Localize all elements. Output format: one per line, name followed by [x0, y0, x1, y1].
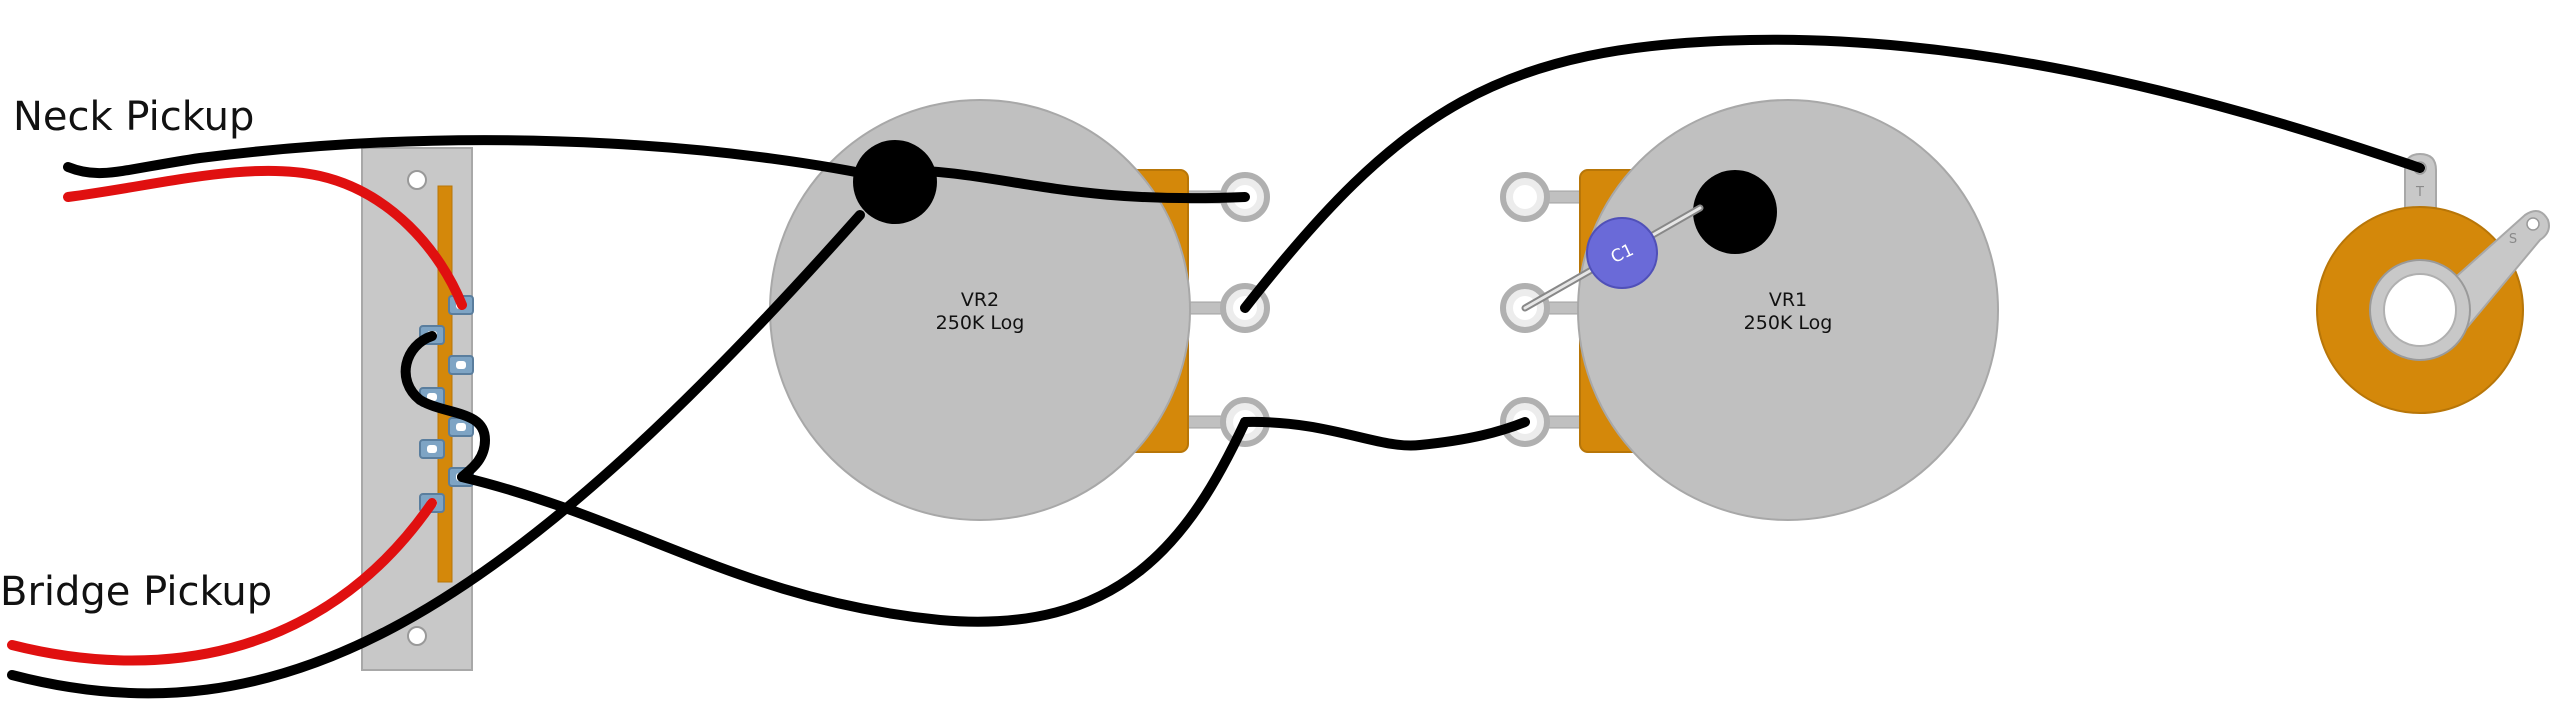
wire-switch-jumper [400, 331, 490, 482]
switch-lug-slot [456, 423, 466, 431]
output-jack: T S [2316, 152, 2550, 414]
bridge-pickup-label: Bridge Pickup [0, 569, 272, 615]
wire-vr2-to-vr1 [1240, 416, 1530, 451]
vr2-value: 250K Log [936, 312, 1025, 334]
jack-sleeve-label: S [2509, 232, 2517, 247]
switch-lug-slot [427, 393, 437, 401]
switch-mount-hole-top [407, 170, 427, 190]
pot-vr1: VR1 250K Log [1500, 99, 1999, 521]
jack-socket [2383, 273, 2457, 347]
wire-bridge-hot [7, 498, 437, 666]
vr1-ground-solder-point [1693, 170, 1777, 254]
wire-neck-ground [63, 135, 900, 185]
switch-lug-slot [427, 445, 437, 453]
vr2-ground-solder-point [853, 140, 937, 224]
c1-body [1586, 217, 1658, 289]
wire-bridge-ground [7, 210, 865, 699]
vr1-body [1577, 99, 1999, 521]
vr2-designator: VR2 [961, 289, 999, 311]
switch-lug-slot [456, 361, 466, 369]
switch-mount-hole-bottom [407, 626, 427, 646]
vr1-designator: VR1 [1769, 289, 1807, 311]
wire-switch-to-vr2-cw [457, 417, 1250, 627]
vr1-value: 250K Log [1744, 312, 1833, 334]
pot-vr2: VR2 250K Log [769, 99, 1270, 521]
vr1-lug-hole [1513, 185, 1537, 209]
switch-lever-bar [437, 185, 453, 583]
capacitor-c1: C1 [1521, 204, 1704, 312]
neck-pickup-label: Neck Pickup [13, 94, 254, 140]
wire-neck-hot [63, 165, 467, 310]
jack-sleeve-hole [2526, 217, 2540, 231]
wire-vr2-to-jack-tip [1240, 34, 2425, 313]
jack-tip-label: T [2415, 185, 2424, 200]
